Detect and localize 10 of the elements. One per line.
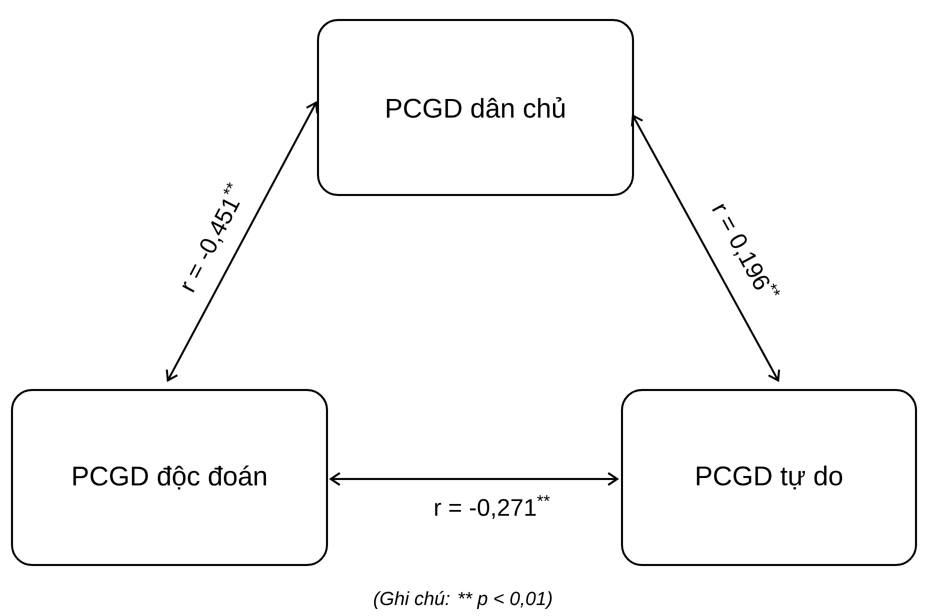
double-arrow xyxy=(630,114,780,382)
process-box: PCGD dân chủ xyxy=(317,19,634,196)
edge-label: r = 0,196$^{**}$ xyxy=(707,197,783,307)
double-arrow xyxy=(329,472,619,486)
edge-label: r = -0,451$^{**}$ xyxy=(173,179,251,297)
double-arrow xyxy=(166,101,318,382)
process-box: PCGD độc đoán xyxy=(11,389,328,566)
caption: (Ghi chú: ** p < 0,01) xyxy=(374,591,552,609)
process-box: PCGD tự do xyxy=(621,389,917,566)
edge-label: r = -0,271$^{**}$ xyxy=(432,494,552,520)
